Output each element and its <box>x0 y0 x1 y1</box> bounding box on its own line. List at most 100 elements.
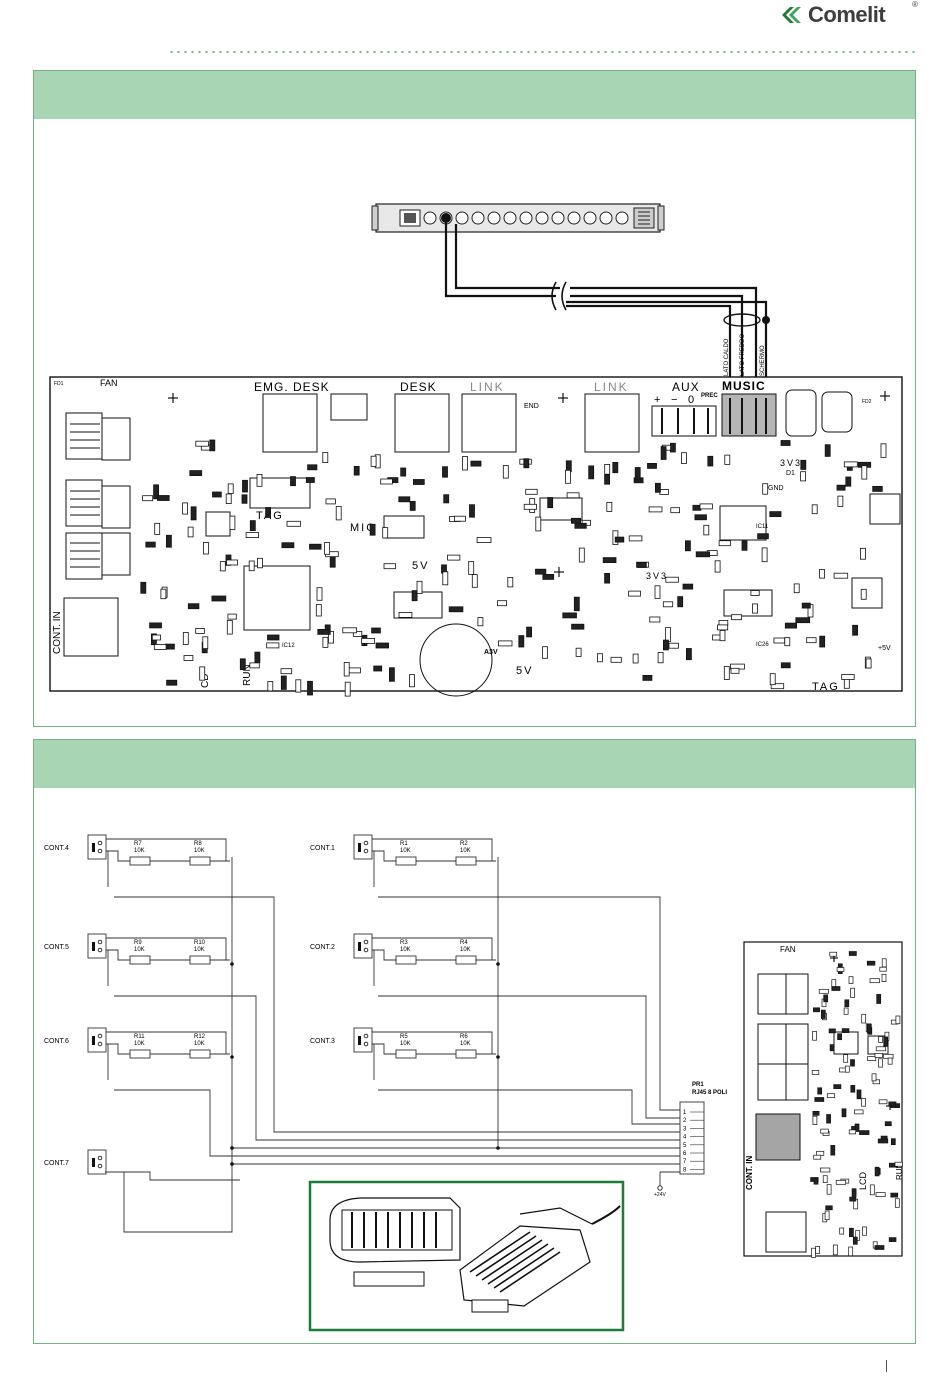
label-ic26: IC26 <box>756 642 769 648</box>
resistor-label: R1 <box>400 841 408 847</box>
smd-pad <box>714 560 721 573</box>
cable-label-shield: SCHERMO <box>760 345 766 376</box>
smd-pad <box>815 1246 820 1254</box>
smd-pad <box>668 642 679 649</box>
smd-pad <box>813 1154 822 1160</box>
smd-pad <box>469 504 475 518</box>
smd-pad <box>878 1036 883 1043</box>
smd-pad <box>523 503 537 510</box>
smd-pad <box>826 1114 831 1124</box>
smd-pad <box>497 640 513 647</box>
label-cd: CD <box>200 674 211 688</box>
aux-plus: + <box>654 394 660 406</box>
smd-pad <box>443 494 450 504</box>
contact-inputs-diagram: CONT.4R710KR810KCONT.5R910KR1010KCONT.6R… <box>44 834 904 1332</box>
smd-pad <box>280 668 293 675</box>
smd-pad <box>574 522 587 529</box>
smd-pad <box>812 1110 820 1116</box>
smd-pad <box>307 680 313 696</box>
contact-circuits: CONT.4R710KR810KCONT.5R910KR1010KCONT.6R… <box>44 834 496 1175</box>
smd-pad <box>660 446 667 460</box>
label-tag-2: TAG <box>812 681 840 693</box>
smd-pad <box>542 646 548 659</box>
panel-music-connection <box>33 70 916 727</box>
smd-pad <box>654 585 661 599</box>
smd-pad <box>153 484 160 500</box>
smd-pad <box>256 557 263 569</box>
smd-pad <box>145 541 156 548</box>
aux-zero: 0 <box>688 394 694 406</box>
smd-pad <box>832 1244 838 1256</box>
smd-pad <box>199 666 206 681</box>
smd-pad <box>226 559 238 566</box>
smd-pad <box>535 568 547 575</box>
smd-pad <box>824 1210 830 1221</box>
smd-pad <box>888 1237 897 1242</box>
smd-pad <box>860 547 866 560</box>
panel-header-bar-2 <box>34 740 915 788</box>
top-connectors <box>262 389 853 453</box>
smd-pad <box>707 455 714 467</box>
smd-pad <box>325 498 336 505</box>
smd-pad <box>502 465 509 479</box>
smd-pad <box>280 675 287 690</box>
smd-pad <box>718 540 731 547</box>
smd-pad <box>811 1247 816 1258</box>
smd-pad <box>695 551 711 558</box>
smd-pad <box>370 455 377 467</box>
smd-pad <box>878 1099 888 1105</box>
smd-pad <box>699 503 713 510</box>
contact-label: CONT.5 <box>44 944 69 951</box>
smd-pad <box>411 590 418 602</box>
smd-pad <box>266 642 280 649</box>
smd-pad <box>829 1044 835 1052</box>
rj45-type: RJ45 8 POLI <box>692 1090 727 1096</box>
smd-pad <box>542 574 555 580</box>
smd-pad <box>248 560 255 572</box>
smd-pad <box>848 951 857 956</box>
smd-pad <box>820 1167 831 1173</box>
smd-pad <box>187 603 200 610</box>
label-ic12: IC12 <box>282 643 295 649</box>
smd-pad <box>831 986 841 991</box>
smd-pad <box>850 1059 855 1067</box>
smd-pad <box>614 536 625 543</box>
smd-pad <box>149 622 162 629</box>
cable-label-cold: LATO FREDDO <box>740 334 746 376</box>
shield-junction-dot <box>762 316 770 324</box>
smd-pad <box>741 540 748 551</box>
smd-pad <box>182 632 189 645</box>
smd-pad <box>836 967 845 972</box>
smd-pad <box>769 511 782 518</box>
supply-terminal <box>657 1185 663 1191</box>
smd-pad <box>471 574 478 588</box>
label-gnd: GND <box>768 485 784 492</box>
smd-pad <box>843 461 858 468</box>
smd-pad <box>888 1101 897 1107</box>
smd-pad <box>867 1056 877 1061</box>
smd-pad <box>383 563 396 570</box>
logo-wordmark: Comelit <box>808 2 886 27</box>
smd-pad <box>212 491 222 498</box>
contact-label: CONT.1 <box>310 845 335 852</box>
smd-pad <box>628 590 641 597</box>
smd-pad <box>800 471 806 482</box>
smd-pad <box>833 572 849 579</box>
smd-pad <box>731 614 743 621</box>
header-dotted-rule <box>168 50 918 54</box>
label-desk: DESK <box>400 380 437 394</box>
smd-pad <box>241 494 248 504</box>
smd-pad <box>780 662 791 669</box>
smd-pad <box>813 1177 819 1185</box>
smd-pad <box>861 1013 867 1024</box>
smd-pad <box>750 590 760 596</box>
contact-label: CONT.3 <box>310 1038 335 1045</box>
smd-pad <box>784 637 791 647</box>
label-end: END <box>524 403 539 410</box>
label-5v-1: 5V <box>412 560 429 572</box>
smd-pad <box>632 653 639 664</box>
smd-pad <box>182 502 189 515</box>
